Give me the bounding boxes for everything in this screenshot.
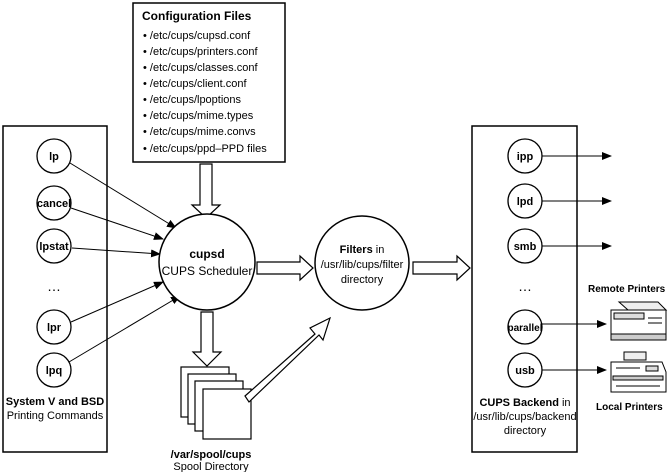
backend-label-smb: smb [514, 241, 537, 253]
filters-title: Filters in [340, 244, 385, 256]
filters-node: Filters in /usr/lib/cups/filter director… [314, 215, 410, 311]
local-printers-label: Local Printers [596, 402, 663, 413]
filters-label: directory [341, 274, 384, 286]
scheduler-to-filters-arrow [256, 254, 314, 282]
printing-commands-box: lp cancel lpstat … lpr lpq System V and … [2, 125, 108, 453]
command-label-lpr: lpr [47, 322, 62, 334]
backend-label-parallel: parallel [507, 323, 542, 334]
command-label-lpstat: lpstat [39, 241, 69, 253]
command-node-cancel [36, 185, 72, 221]
commands-caption: Printing Commands [7, 410, 104, 422]
filters-path: /usr/lib/cups/filter [321, 259, 404, 271]
filters-to-backends-arrow [412, 254, 471, 282]
backend-label-lpd: lpd [517, 196, 534, 208]
config-to-scheduler-arrow [190, 163, 222, 219]
spool-directory-icon [180, 366, 252, 440]
backend-node-parallel [507, 309, 543, 345]
arrow-lp-to-scheduler [69, 162, 177, 229]
backend-caption: CUPS Backend in [479, 397, 570, 409]
command-arrows [68, 162, 181, 363]
config-file-item: • /etc/cups/client.conf [143, 78, 247, 90]
config-file-item: • /etc/cups/cupsd.conf [143, 30, 251, 42]
config-file-item: • /etc/cups/mime.convs [143, 126, 256, 138]
spool-path: /var/spool/cups [171, 449, 252, 461]
config-file-item: • /etc/cups/ppd–PPD files [143, 143, 267, 155]
remote-printer-icon [610, 301, 668, 341]
arrow-lpq-to-scheduler [68, 295, 181, 363]
remote-printers-label: Remote Printers [588, 284, 666, 295]
command-node-lpr [36, 309, 72, 345]
command-node-lp [36, 138, 72, 174]
scheduler-label: CUPS Scheduler [162, 264, 253, 278]
backend-arrows [542, 152, 612, 374]
backend-label: directory [504, 425, 547, 437]
arrow-lpstat-to-scheduler [71, 247, 161, 258]
config-files-title: Configuration Files [142, 9, 252, 23]
backend-label-ipp: ipp [517, 151, 534, 163]
cups-backend-box: ipp lpd smb … parallel usb CUPS Backend … [471, 125, 578, 453]
command-label-lpq: lpq [46, 365, 63, 377]
command-node-lpstat [36, 228, 72, 264]
command-label-lp: lp [49, 151, 59, 163]
spool-to-filters-arrow [244, 316, 332, 403]
backends-ellipsis: … [518, 278, 532, 294]
arrow-cancel-to-scheduler [70, 207, 164, 240]
arrow-lpr-to-scheduler [70, 281, 164, 323]
commands-ellipsis: … [47, 278, 61, 294]
config-file-item: • /etc/cups/classes.conf [143, 62, 258, 74]
local-printer-icon [610, 351, 667, 393]
command-node-lpq [36, 352, 72, 388]
config-file-item: • /etc/cups/printers.conf [143, 46, 258, 58]
config-file-list: • /etc/cups/cupsd.conf • /etc/cups/print… [143, 30, 267, 155]
backend-label-usb: usb [515, 365, 535, 377]
cups-scheduler-node: cupsd CUPS Scheduler [158, 213, 256, 311]
config-files-box: Configuration Files • /etc/cups/cupsd.co… [132, 2, 286, 163]
commands-caption-bold: System V and BSD [6, 396, 104, 408]
backend-path: /usr/lib/cups/backend [473, 411, 576, 423]
scheduler-to-spool-arrow [191, 311, 223, 367]
scheduler-name: cupsd [189, 247, 224, 261]
command-label-cancel: cancel [37, 198, 71, 210]
config-file-item: • /etc/cups/mime.types [143, 110, 254, 122]
config-file-item: • /etc/cups/lpoptions [143, 94, 242, 106]
spool-label: Spool Directory [173, 461, 249, 472]
